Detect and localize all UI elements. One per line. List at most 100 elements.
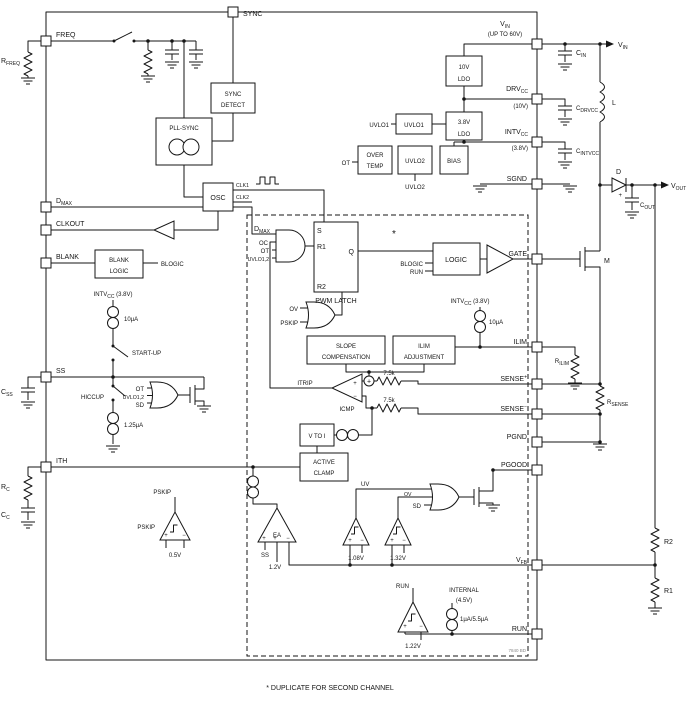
chip-outline — [45, 11, 538, 661]
label-latch-s: S — [317, 228, 322, 235]
label-active-clamp-1: ACTIVE — [313, 460, 335, 466]
label-css: CSS — [1, 389, 13, 398]
pskip-comparator — [159, 510, 191, 541]
label-ilim-adj-1: ILIM — [418, 344, 430, 350]
label-run-in: RUN — [410, 270, 423, 276]
label-latch-r1: R1 — [317, 244, 326, 251]
label-ot-ss: OT — [136, 387, 145, 393]
label-slope-2: COMPENSATION — [322, 355, 370, 361]
label-ot-net: OT — [342, 161, 351, 167]
label-3v8-ldo-1: 3.8V — [458, 120, 470, 126]
pin-ilim — [531, 341, 543, 353]
label-uvlo2-box: UVLO2 — [405, 159, 425, 165]
current-sources — [107, 306, 486, 631]
label-ea-ss: SS — [261, 553, 269, 559]
label-pskip-minus: − — [182, 533, 186, 539]
pin-vin — [531, 38, 543, 50]
pin-dmax — [40, 201, 52, 213]
icmp-comparator — [330, 373, 363, 403]
pin-pgnd — [531, 436, 543, 448]
triangle-symbols — [152, 220, 515, 633]
label-intvcc38-left: INTVCC (3.8V) — [94, 292, 133, 300]
label-pll-sync: PLL-SYNC — [169, 126, 199, 132]
label-ea-minus: − — [286, 536, 290, 542]
label-pin-pgood: PGOOD — [501, 462, 527, 469]
label-latch-r2: R2 — [317, 284, 326, 291]
label-pskip-comp: PSKIP — [137, 525, 155, 531]
label-v108: 1.08V — [348, 556, 364, 562]
label-rfreq: RFREQ — [1, 58, 20, 67]
block-logic — [432, 242, 481, 276]
label-cdrvcc: CDRVCC — [576, 106, 598, 114]
label-blogic-in: BLOGIC — [400, 262, 423, 268]
ov-comparator — [384, 516, 412, 546]
block-uvlo1 — [395, 113, 433, 135]
label-r75-b: 7.5k — [383, 398, 395, 404]
label-cout: COUT — [640, 203, 655, 211]
label-ea-plus1: + — [262, 536, 266, 542]
or-gate-r2 — [305, 301, 336, 329]
block-over-temp — [357, 145, 393, 175]
label-pin-gate: GATE — [508, 251, 527, 258]
label-v132: 1.32V — [390, 556, 406, 562]
block-10v-ldo — [445, 55, 483, 87]
label-uv-net: UV — [361, 482, 369, 488]
label-internal-1: INTERNAL — [449, 588, 479, 594]
label-startup: START-UP — [132, 351, 161, 357]
pin-sync — [227, 6, 239, 18]
label-uvlo2-net: UVLO2 — [405, 185, 425, 191]
pin-gate — [531, 253, 543, 265]
function-blocks — [94, 55, 483, 482]
label-inductor: L — [612, 100, 616, 107]
hysteresis-icons — [170, 524, 416, 622]
label-ilim-adj-2: ADJUSTMENT — [404, 355, 445, 361]
resistor-zigzags — [23, 49, 660, 603]
label-pin-pgnd: PGND — [507, 434, 527, 441]
label-dmax-net: DMAX — [254, 226, 271, 235]
pll-circle-right — [182, 138, 200, 156]
label-r2: R2 — [664, 539, 673, 546]
label-uvlo1-net: UVLO1 — [369, 123, 389, 129]
label-v-to-i: V TO I — [308, 434, 325, 440]
label-pskip-r2: PSKIP — [280, 321, 298, 327]
block-blank-logic — [94, 249, 144, 279]
label-i125: 1.25µA — [124, 423, 143, 429]
block-slope-comp — [306, 335, 386, 365]
label-i10-left: 10µA — [124, 317, 138, 323]
label-pin-ss: SS — [56, 368, 66, 375]
block-v-to-i — [299, 423, 335, 447]
label-v122: 1.22V — [405, 644, 421, 650]
pin-clkout — [40, 224, 52, 236]
label-slope-1: SLOPE — [336, 344, 356, 350]
label-ov-minus: − — [402, 538, 406, 544]
pin-pgood — [531, 464, 543, 476]
and-gate-reset — [275, 229, 306, 263]
label-clk1: CLK1 — [236, 183, 249, 189]
summing-node — [363, 375, 375, 387]
v-to-i-mirror-a — [336, 429, 348, 441]
label-pin-ilim: ILIM — [513, 339, 527, 346]
label-blogic-out: BLOGIC — [161, 262, 184, 268]
label-pin-vfb: VFB — [516, 557, 528, 566]
label-logic: LOGIC — [445, 257, 467, 264]
pin-blank — [40, 257, 52, 269]
label-pin-sgnd: SGND — [507, 176, 527, 183]
label-icmp: ICMP — [340, 407, 355, 413]
label-cin: CIN — [576, 50, 586, 59]
or-gate-ss-discharge — [149, 381, 179, 409]
label-mosfet-m: M — [604, 258, 610, 265]
label-ov-net: OV — [404, 492, 412, 498]
pin-freq — [40, 35, 52, 47]
label-pin-sync: SYNC — [243, 11, 262, 18]
label-r75-a: 7.5k — [383, 371, 395, 377]
label-hiccup: HICCUP — [81, 395, 104, 401]
v-to-i-mirror-b — [347, 429, 359, 441]
label-latch-q: Q — [349, 249, 355, 256]
junction-dots — [111, 39, 657, 636]
label-over-temp-1: OVER — [366, 153, 384, 159]
label-pin-vin: VIN — [500, 21, 510, 30]
label-vin-net: VIN — [618, 42, 628, 51]
pin-intvcc — [531, 136, 543, 148]
doc-code: 7840 BD — [508, 648, 526, 653]
label-sync-detect-2: DETECT — [221, 103, 245, 109]
